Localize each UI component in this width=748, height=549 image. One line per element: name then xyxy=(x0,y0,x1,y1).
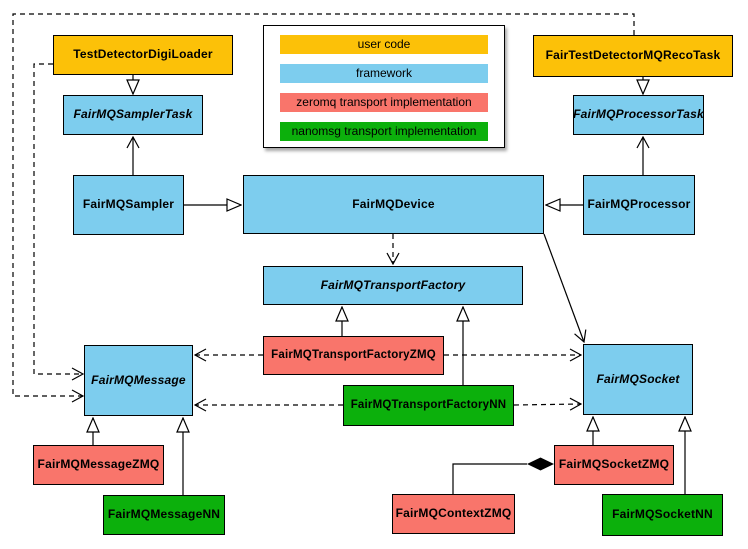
class-fairmqmessagezmq: FairMQMessageZMQ xyxy=(33,445,164,485)
class-fairmqsampler: FairMQSampler xyxy=(73,175,184,235)
edge-recotask-message xyxy=(12,13,635,396)
class-fairmqcontextzmq: FairMQContextZMQ xyxy=(392,494,515,534)
class-fairmqprocessor: FairMQProcessor xyxy=(583,175,695,235)
legend-item-framework: framework xyxy=(280,64,488,83)
edge-device-socket xyxy=(543,233,584,342)
class-fairmqdevice: FairMQDevice xyxy=(243,175,544,234)
class-fairmqsocket: FairMQSocket xyxy=(583,344,693,415)
class-fairmqtransportfactory: FairMQTransportFactory xyxy=(263,266,523,305)
composition-diamond xyxy=(527,457,554,471)
legend: user code framework zeromq transport imp… xyxy=(263,25,505,148)
class-fairmqsocketnn: FairMQSocketNN xyxy=(602,494,723,536)
legend-item-zeromq: zeromq transport implementation xyxy=(280,93,488,112)
class-fairtestdetectormqrecotask: FairTestDetectorMQRecoTask xyxy=(533,35,733,77)
class-fairmqtransportfactoryzmq: FairMQTransportFactoryZMQ xyxy=(263,336,444,375)
edge-digiloader-message xyxy=(33,63,83,374)
class-fairmqprocessortask: FairMQProcessorTask xyxy=(573,95,704,135)
legend-item-user-code: user code xyxy=(280,35,488,54)
class-testdetectordigiloader: TestDetectorDigiLoader xyxy=(53,35,233,75)
class-fairmqmessagenn: FairMQMessageNN xyxy=(103,495,225,535)
edge-contextzmq-socketzmq xyxy=(452,463,527,494)
class-fairmqtransportfactorynn: FairMQTransportFactoryNN xyxy=(343,385,514,426)
class-fairmqsocketzmq: FairMQSocketZMQ xyxy=(554,445,674,485)
class-fairmqsamplertask: FairMQSamplerTask xyxy=(63,95,203,135)
edge-factorynn-socket xyxy=(513,404,581,405)
legend-item-nanomsg: nanomsg transport implementation xyxy=(280,122,488,141)
class-fairmqmessage: FairMQMessage xyxy=(84,345,193,416)
